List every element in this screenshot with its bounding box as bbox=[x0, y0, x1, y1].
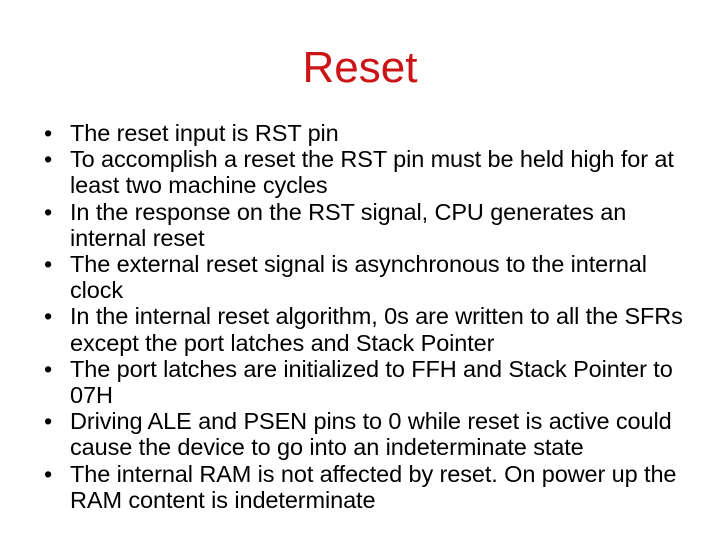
list-item: • In the response on the RST signal, CPU… bbox=[28, 199, 692, 251]
list-item-text: In the internal reset algorithm, 0s are … bbox=[70, 303, 683, 356]
bullet-point-icon: • bbox=[44, 355, 53, 382]
list-item: • To accomplish a reset the RST pin must… bbox=[28, 146, 692, 198]
bullet-point-icon: • bbox=[44, 120, 53, 146]
bullet-point-icon: • bbox=[44, 460, 53, 487]
list-item: • The port latches are initialized to FF… bbox=[28, 356, 692, 408]
list-item-text: The reset input is RST pin bbox=[70, 120, 339, 146]
list-item: • The external reset signal is asynchron… bbox=[28, 251, 692, 303]
bullet-point-icon: • bbox=[44, 408, 53, 435]
list-item-text: The internal RAM is not affected by rese… bbox=[70, 460, 677, 513]
list-item-text: The external reset signal is asynchronou… bbox=[70, 251, 647, 304]
bullet-point-icon: • bbox=[44, 198, 53, 225]
list-item: • Driving ALE and PSEN pins to 0 while r… bbox=[28, 408, 692, 460]
list-item: • In the internal reset algorithm, 0s ar… bbox=[28, 303, 692, 355]
list-item-text: To accomplish a reset the RST pin must b… bbox=[70, 146, 674, 199]
bullet-point-icon: • bbox=[44, 303, 53, 330]
list-item: • The reset input is RST pin bbox=[28, 120, 692, 146]
list-item-text: The port latches are initialized to FFH … bbox=[70, 355, 673, 409]
list-item: • The internal RAM is not affected by re… bbox=[28, 461, 692, 513]
bullet-list: • The reset input is RST pin • To accomp… bbox=[28, 120, 692, 513]
bullet-point-icon: • bbox=[44, 146, 53, 173]
bullet-point-icon: • bbox=[44, 251, 53, 278]
list-item-text: Driving ALE and PSEN pins to 0 while res… bbox=[70, 408, 672, 461]
list-item-text: In the response on the RST signal, CPU g… bbox=[70, 198, 627, 251]
page-title: Reset bbox=[302, 43, 418, 92]
